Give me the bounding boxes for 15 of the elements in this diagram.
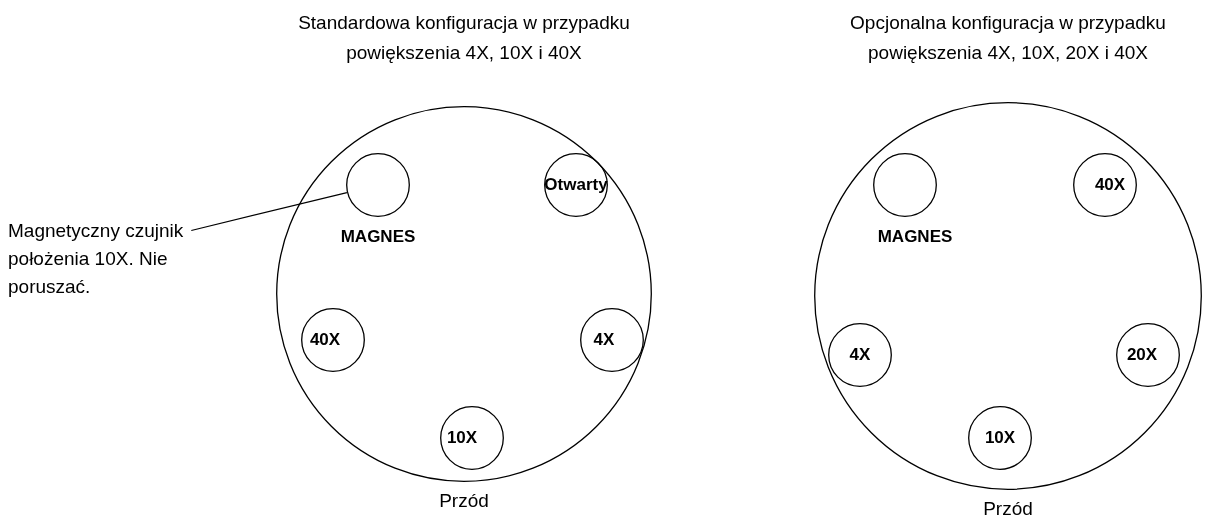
callout-note: Magnetyczny czujnik położenia 10X. Nie poruszać. bbox=[8, 219, 185, 299]
configuration-heading: Standardowa konfiguracja w przypadku powiększenia 4X, 10X i 40X bbox=[297, 11, 631, 65]
position-label: 4X bbox=[593, 330, 615, 350]
front-label: Przód bbox=[983, 498, 1033, 520]
front-label: Przód bbox=[439, 490, 489, 512]
position-label: MAGNES bbox=[877, 227, 953, 247]
position-label: MAGNES bbox=[340, 227, 416, 247]
position-label: 40X bbox=[1094, 175, 1126, 195]
position-label: 4X bbox=[849, 345, 871, 365]
position-label: 40X bbox=[309, 330, 341, 350]
position-label: 20X bbox=[1126, 345, 1158, 365]
leader-line bbox=[190, 192, 348, 232]
position-label: 10X bbox=[984, 428, 1016, 448]
configuration-heading: Opcjonalna konfiguracja w przypadku powiększenia 4X, 10X, 20X i 40X bbox=[849, 11, 1167, 65]
position-label: 10X bbox=[446, 428, 478, 448]
